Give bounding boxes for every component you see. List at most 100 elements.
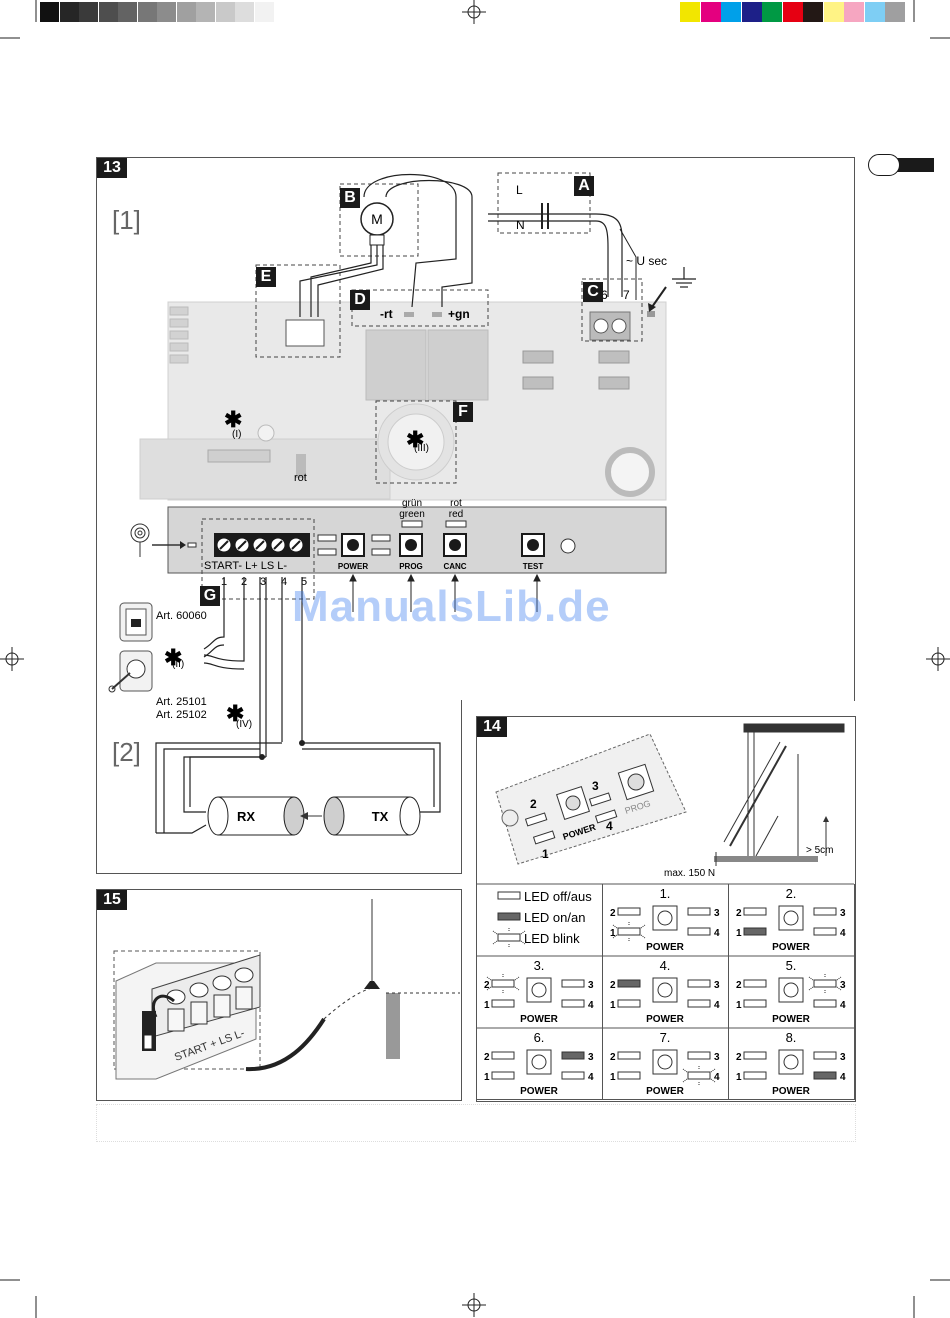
art-60060: Art. 60060 [156,610,207,622]
power-label: POWER [646,1014,685,1025]
color-swatch [864,2,885,22]
button-canc-label: CANC [443,562,466,571]
led-digit-2: 2 [610,908,616,919]
led-off-sample [497,891,521,900]
section-2-label: [2] [112,737,141,767]
led-digit-1: 1 [610,1000,616,1011]
led-3 [561,979,585,988]
led-red-en: red [449,509,463,520]
led-digit-4: 4 [840,1000,846,1011]
led-digit-1: 1 [736,1072,742,1083]
power-label: POWER [520,1086,559,1097]
led-3 [687,1051,711,1060]
led-digit-1: 1 [610,1072,616,1083]
motor-box-b [339,183,419,257]
led-digit-1: 1 [484,1000,490,1011]
led-digit-2: 2 [610,980,616,991]
led-1 [743,999,767,1008]
led-green-de: grün [402,498,422,509]
terminal-header: START- L+ LS L- [204,560,287,572]
art-25101: Art. 25101 [156,696,207,708]
led-digit-2: 2 [484,1052,490,1063]
led-digit-4: 4 [714,1000,720,1011]
figure-14-number: 14 [477,717,507,737]
board-label-4: 4 [606,819,613,833]
relay-2 [427,329,489,401]
step-title: 5. [786,958,797,973]
led-1 [491,1071,515,1080]
led-1 [617,1071,641,1080]
gray-swatch [235,2,254,22]
led-3 [687,907,711,916]
terminal-7-label: 7 [623,288,630,302]
terminal-block [214,533,310,557]
led-1 [617,927,641,936]
led-1 [491,999,515,1008]
gray-swatch [59,2,79,22]
board-label-3: 3 [592,779,599,793]
board-buttons [341,533,545,557]
terminal-box-g [201,518,315,600]
figure-15-diagram: START + LS L- [113,899,460,1080]
led-3 [561,1051,585,1060]
power-button [778,977,804,1003]
figure-14-diagram: 1 2 3 4 POWER PROG > 5cm max. 150 N [476,723,854,885]
led-3 [687,979,711,988]
language-tab [868,154,934,176]
led-digit-1: 1 [736,928,742,939]
led-2 [617,1051,641,1060]
section-1-label: [1] [112,205,141,235]
step-title: 3. [534,958,545,973]
gray-swatch [157,2,176,22]
power-label: POWER [520,1014,559,1025]
led-2 [491,979,515,988]
photocell-tx [323,796,421,836]
power-button [652,977,678,1003]
led-digit-3: 3 [714,980,720,991]
step-title: 6. [534,1030,545,1045]
led-2 [617,907,641,916]
figure-13-diagram: M L N ~ U sec 6 7 -rt +gn ✱ (I) ✱ (III) … [108,172,696,836]
legend-off: LED off/aus [524,889,592,904]
led-digit-1: 1 [736,1000,742,1011]
power-label: POWER [646,1086,685,1097]
footer-box [96,1104,856,1142]
led-2 [617,979,641,988]
max-force-label: max. 150 N [664,868,715,879]
led-blink-sample [497,933,521,942]
led-on-sample [497,912,521,921]
receiver-module [139,438,391,500]
led-4 [687,999,711,1008]
terminal-6-label: 6 [601,288,608,302]
rx-label: RX [237,809,255,824]
gray-swatch [254,2,274,22]
color-swatch [782,2,803,22]
led-1 [617,999,641,1008]
led-digit-3: 3 [840,908,846,919]
step-title: 8. [786,1030,797,1045]
plus-gn-label: +gn [448,307,470,321]
gray-swatch [215,2,235,22]
tag-b: B [340,188,360,208]
minus-rt-label: -rt [380,307,393,321]
button-prog-label: PROG [399,562,423,571]
color-swatch [823,2,844,22]
led-digit-2: 2 [484,980,490,991]
led-digit-2: 2 [736,908,742,919]
rot-label: rot [294,472,307,484]
note-i: (I) [232,429,241,440]
note-ii: (II) [172,659,184,670]
color-swatch [762,2,782,22]
led-4 [687,927,711,936]
tag-c: C [583,282,603,302]
note-i-star: ✱ [224,407,242,432]
led-digit-4: 4 [588,1000,594,1011]
led-digit-3: 3 [588,1052,594,1063]
color-swatch [741,2,762,22]
gray-swatch [98,2,118,22]
led-digit-1: 1 [610,928,616,939]
photocell-rx [207,796,305,836]
led-4 [687,1071,711,1080]
